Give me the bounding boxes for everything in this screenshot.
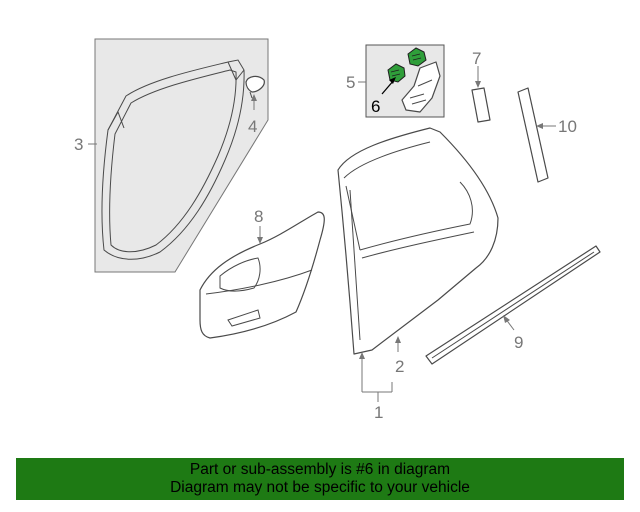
- clip-part-4[interactable]: [245, 75, 265, 99]
- callout-10: 10: [558, 117, 577, 136]
- callout-2: 2: [395, 357, 404, 376]
- door-shell[interactable]: [337, 127, 499, 355]
- clip-part-6-upper[interactable]: [407, 47, 427, 67]
- callout-5: 5: [346, 73, 355, 92]
- garnish-part-5[interactable]: [401, 61, 441, 113]
- callout-9: 9: [514, 333, 523, 352]
- callout-8: 8: [254, 207, 263, 226]
- parts-diagram: 1 2 3 4 5 6 7 8 9 10: [74, 38, 601, 422]
- callout-6: 6: [371, 97, 380, 116]
- banner-line-1: Part or sub-assembly is #6 in diagram: [189, 461, 451, 478]
- sill-strip-part-9[interactable]: [425, 245, 601, 365]
- callout-3: 3: [74, 135, 83, 154]
- callout-4: 4: [248, 117, 257, 136]
- callout-1: 1: [374, 403, 383, 422]
- leader-6-arrow: [389, 77, 396, 84]
- door-trim-panel[interactable]: [199, 211, 325, 339]
- weatherstrip-box: [94, 38, 269, 273]
- trim-part-7[interactable]: [471, 87, 491, 123]
- moulding-part-10[interactable]: [517, 87, 549, 183]
- callout-7: 7: [472, 49, 481, 68]
- info-banner: Part or sub-assembly is #6 in diagram Di…: [16, 458, 624, 500]
- weatherstrip-seal[interactable]: [101, 59, 245, 260]
- banner-line-2: Diagram may not be specific to your vehi…: [170, 479, 470, 496]
